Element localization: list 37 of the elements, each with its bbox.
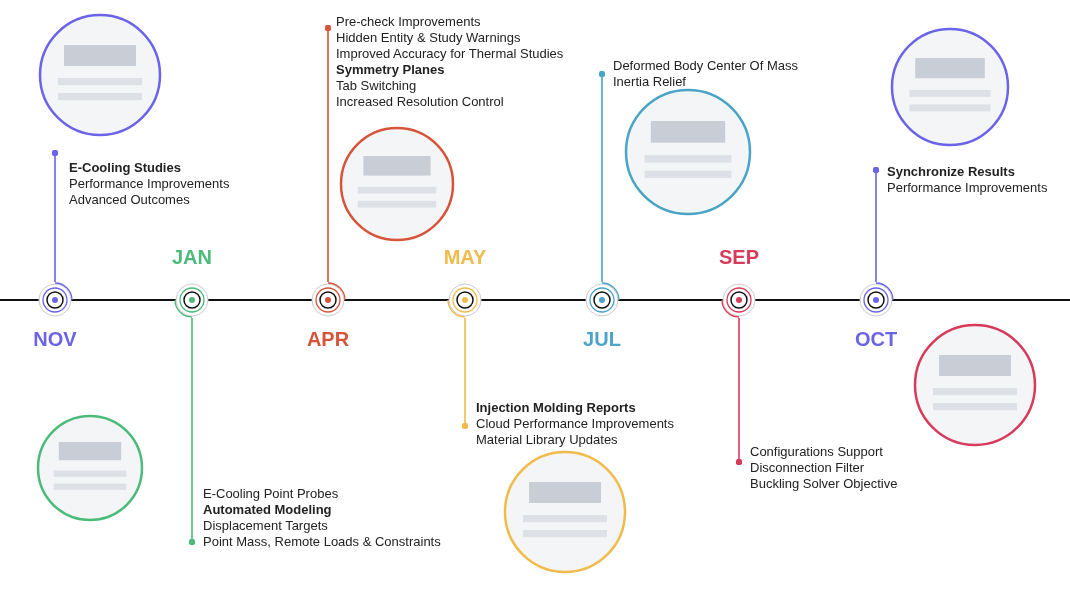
month-label: NOV bbox=[32, 328, 78, 351]
feature-item: Point Mass, Remote Loads & Constraints bbox=[203, 534, 441, 550]
feature-item: Improved Accuracy for Thermal Studies bbox=[336, 46, 564, 62]
month-label: JUL bbox=[582, 328, 622, 351]
feature-item: Symmetry Planes bbox=[336, 62, 446, 78]
feature-item: Performance Improvements bbox=[887, 180, 1048, 196]
feature-item: Hidden Entity & Study Warnings bbox=[336, 30, 522, 46]
connector-line bbox=[188, 317, 196, 546]
feature-item: Advanced Outcomes bbox=[69, 192, 191, 208]
feature-item: Displacement Targets bbox=[203, 518, 329, 534]
connector-line bbox=[51, 149, 59, 283]
feature-item: E-Cooling Point Probes bbox=[203, 486, 340, 502]
feature-item: Automated Modeling bbox=[203, 502, 333, 518]
connector-line bbox=[598, 70, 606, 283]
feature-item: Performance Improvements bbox=[69, 176, 230, 192]
connector-line bbox=[461, 317, 469, 430]
month-label: JAN bbox=[171, 246, 213, 269]
feature-item: Configurations Support bbox=[750, 444, 884, 460]
connector-line bbox=[872, 166, 880, 283]
feature-item: Increased Resolution Control bbox=[336, 94, 505, 110]
feature-item: Injection Molding Reports bbox=[476, 400, 637, 416]
connector-line bbox=[735, 317, 743, 466]
feature-item: Buckling Solver Objective bbox=[750, 476, 898, 492]
month-label: SEP bbox=[718, 246, 760, 269]
feature-item: Material Library Updates bbox=[476, 432, 619, 448]
feature-item: Deformed Body Center Of Mass bbox=[613, 58, 798, 74]
feature-item: E-Cooling Studies bbox=[69, 160, 182, 176]
feature-item: Disconnection Filter bbox=[750, 460, 866, 476]
month-label: MAY bbox=[442, 246, 488, 269]
month-label: APR bbox=[305, 328, 351, 351]
feature-item: Synchronize Results bbox=[887, 164, 1016, 180]
feature-item: Inertia Relief bbox=[613, 74, 687, 90]
feature-item: Pre-check Improvements bbox=[336, 14, 482, 30]
feature-item: Cloud Performance Improvements bbox=[476, 416, 674, 432]
month-label: OCT bbox=[853, 328, 899, 351]
connector-line bbox=[324, 24, 332, 283]
feature-item: Tab Switching bbox=[336, 78, 418, 94]
